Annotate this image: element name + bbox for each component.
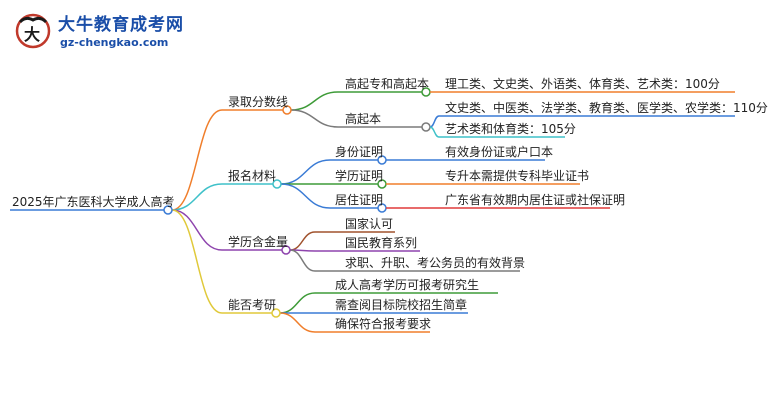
branch-connector [171, 209, 223, 314]
child-label[interactable]: 高起专和高起本 [345, 77, 430, 91]
child-node[interactable] [421, 122, 431, 132]
child-connector [290, 91, 339, 111]
child-label[interactable]: 确保符合报考要求 [335, 317, 432, 331]
child-connector [290, 109, 339, 128]
brand-name: 大牛教育成考网 [58, 15, 184, 35]
leaf-label[interactable]: 艺术类和体育类：105分 [445, 122, 576, 136]
leaf-label[interactable]: 理工类、文史类、外语类、体育类、艺术类：100分 [445, 77, 720, 91]
child-label[interactable]: 国民教育系列 [345, 236, 418, 250]
leaf-label[interactable]: 专升本需提供专科毕业证书 [445, 169, 590, 183]
child-label[interactable]: 成人高考学历可报考研究生 [335, 278, 480, 292]
brand-url[interactable]: gz-chengkao.com [60, 36, 169, 49]
bull-logo-icon: 大 [15, 13, 51, 49]
child-connector [280, 183, 331, 209]
child-label[interactable]: 国家认可 [345, 217, 394, 231]
child-label[interactable]: 身份证明 [335, 145, 384, 159]
child-label[interactable]: 居住证明 [335, 193, 384, 207]
root-node-label[interactable]: 2025年广东医科大学成人高考 [12, 195, 175, 209]
branch-connector [171, 183, 223, 211]
connector-layer [10, 87, 735, 333]
branch-label[interactable]: 学历含金量 [228, 235, 289, 249]
svg-text:大: 大 [24, 25, 40, 44]
child-connector [279, 292, 316, 314]
mindmap-canvas: 大 大牛教育成考网 gz-chengkao.com 2025年广东医科大学成人高… [10, 6, 768, 333]
branch-connector [171, 109, 223, 211]
child-label[interactable]: 求职、升职、考公务员的有效背景 [345, 256, 526, 270]
child-connector [279, 312, 316, 333]
child-connector [289, 231, 316, 251]
branch-connector [171, 209, 223, 251]
child-label[interactable]: 高起本 [345, 112, 382, 126]
leaf-connector [429, 115, 440, 128]
leaf-label[interactable]: 广东省有效期内居住证或社保证明 [445, 193, 626, 207]
child-label[interactable]: 学历证明 [335, 169, 384, 183]
branch-label[interactable]: 报名材料 [228, 169, 277, 183]
branch-label[interactable]: 录取分数线 [228, 95, 289, 109]
branch-label[interactable]: 能否考研 [228, 298, 277, 312]
leaf-label[interactable]: 有效身份证或户口本 [445, 145, 554, 159]
leaf-connector [429, 126, 440, 138]
brand-logo[interactable]: 大 大牛教育成考网 gz-chengkao.com [10, 6, 190, 56]
root-node[interactable] [163, 205, 173, 215]
branch-node[interactable] [281, 245, 291, 255]
child-connector [289, 249, 316, 272]
leaf-label[interactable]: 文史类、中医类、法学类、教育类、医学类、农学类：110分 [445, 101, 768, 115]
branch-node[interactable] [271, 308, 281, 318]
child-label[interactable]: 需查阅目标院校招生简章 [335, 298, 468, 312]
branch-node[interactable] [282, 105, 292, 115]
child-connector [280, 159, 331, 185]
branch-node[interactable] [272, 179, 282, 189]
